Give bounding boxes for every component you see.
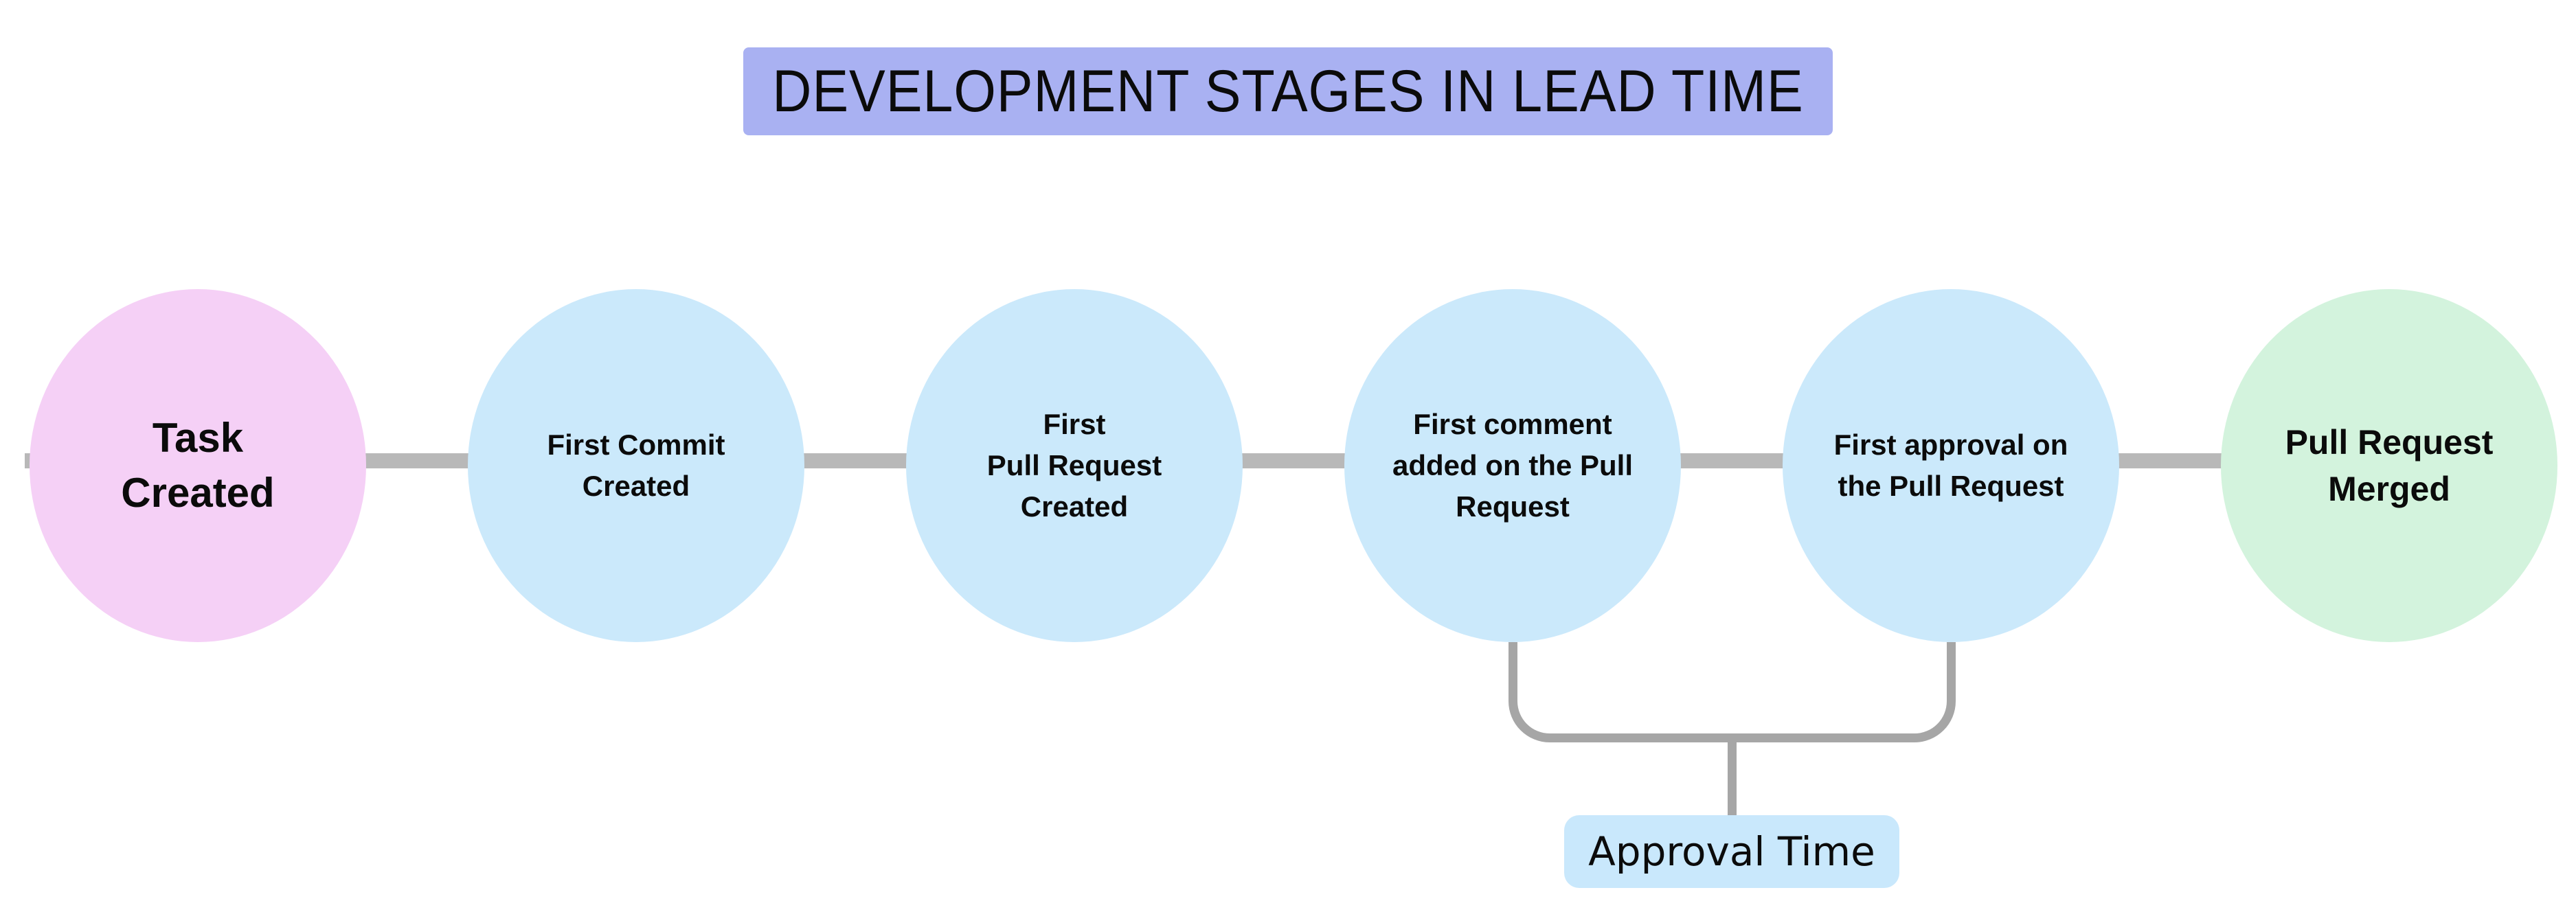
approval-time-bracket-stem — [1728, 735, 1737, 817]
diagram-title: DEVELOPMENT STAGES IN LEAD TIME — [772, 58, 1804, 124]
stage-label: First approval on the Pull Request — [1833, 429, 2068, 502]
stage-circle-first-pull-request-created: First Pull Request Created — [906, 289, 1243, 642]
stage-circle-task-created: Task Created — [30, 289, 366, 642]
stage-label: Task Created — [121, 415, 275, 516]
stage-circle-first-comment-added: First comment added on the Pull Request — [1344, 289, 1681, 642]
stage-circle-first-commit-created: First Commit Created — [468, 289, 804, 642]
approval-time-box: Approval Time — [1564, 815, 1899, 888]
stage-label: Pull Request Merged — [2285, 423, 2494, 508]
approval-time-bracket — [1509, 642, 1956, 742]
stage-circle-first-approval: First approval on the Pull Request — [1783, 289, 2119, 642]
stage-label: First Pull Request Created — [986, 408, 1162, 523]
stage-circle-pull-request-merged: Pull Request Merged — [2221, 289, 2557, 642]
stage-label: First comment added on the Pull Request — [1392, 408, 1633, 523]
diagram-title-banner: DEVELOPMENT STAGES IN LEAD TIME — [743, 47, 1833, 135]
stage-label: First Commit Created — [547, 429, 725, 502]
approval-time-label: Approval Time — [1588, 828, 1875, 875]
